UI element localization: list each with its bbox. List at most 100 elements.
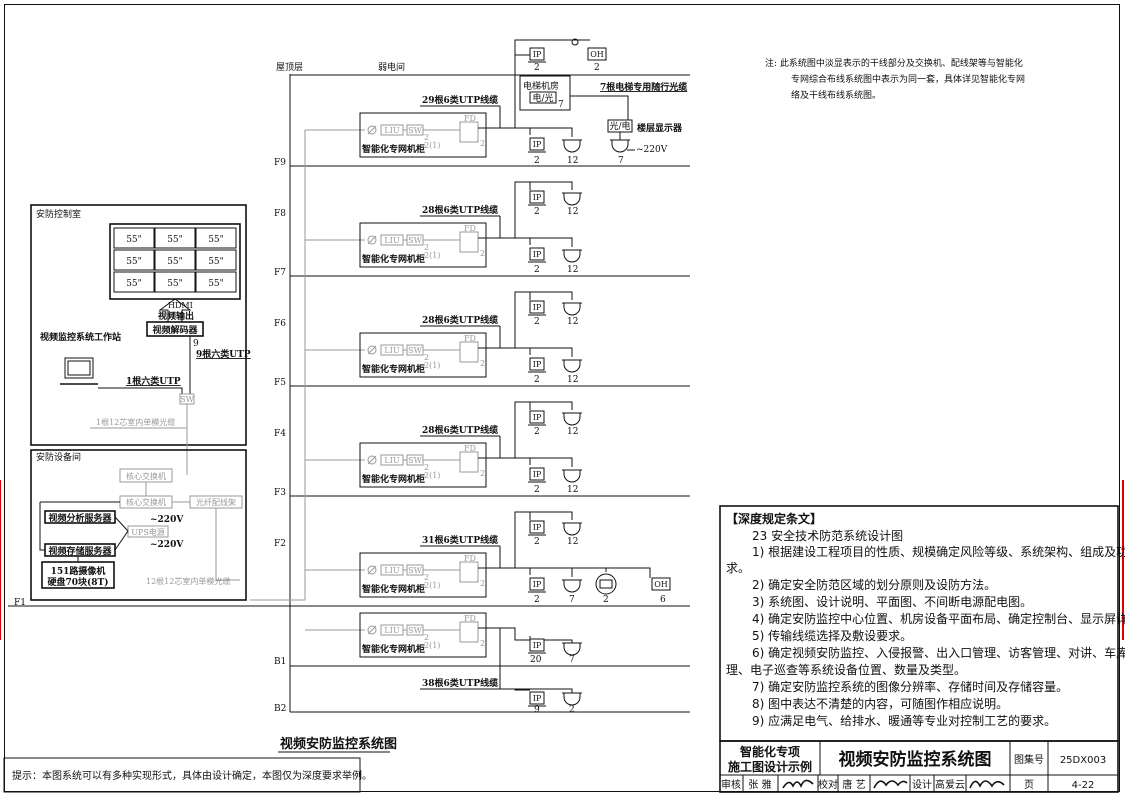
cable-label-f3: 28根6类UTP线缆 <box>422 424 498 436</box>
svg-text:2(1): 2(1) <box>424 251 440 260</box>
cam-f1-dome: 7 <box>561 579 583 605</box>
svg-text:2: 2 <box>534 265 540 275</box>
svg-text:电梯机房: 电梯机房 <box>523 80 559 92</box>
floor-label-b2: B2 <box>274 704 286 714</box>
svg-text:核心交换机: 核心交换机 <box>126 471 166 481</box>
floor-label-f8: F8 <box>274 209 286 219</box>
svg-text:2: 2 <box>594 63 600 73</box>
cam-f6-ip: 2 <box>527 300 547 327</box>
svg-text:FD: FD <box>464 114 476 123</box>
svg-text:OH: OH <box>590 50 604 59</box>
svg-text:12: 12 <box>567 207 578 217</box>
svg-text:12: 12 <box>567 375 578 385</box>
svg-text:2(1): 2(1) <box>424 141 440 150</box>
svg-text:硬盘70块(8T): 硬盘70块(8T) <box>47 576 108 588</box>
video-wall: 55" 55" 55" 55" 55" 55" 55" 55" 55" <box>113 227 237 293</box>
svg-text:楼层显示器: 楼层显示器 <box>637 122 683 134</box>
svg-text:55": 55" <box>208 235 224 245</box>
svg-text:LIU: LIU <box>384 346 399 355</box>
diagram-title: 视频安防监控系统图 <box>280 736 397 752</box>
cam-f3-ip: 2 <box>527 467 547 495</box>
svg-text:光纤配线架: 光纤配线架 <box>196 497 236 507</box>
cable-label-b2: 38根6类UTP线缆 <box>422 677 498 689</box>
svg-text:智能化专网机柜: 智能化专网机柜 <box>362 363 425 375</box>
svg-text:LIU: LIU <box>384 456 399 465</box>
floor-label-f3: F3 <box>274 488 286 498</box>
set-number: 25DX003 <box>1060 755 1106 766</box>
elevator-room: 电梯机房 电/光 7 7根电梯专用随行光缆 光/电 楼层显示器 7 ~220V <box>519 75 687 166</box>
svg-text:20: 20 <box>530 655 542 665</box>
floor-lines <box>8 74 690 713</box>
svg-text:视频监控系统工作站: 视频监控系统工作站 <box>40 331 121 343</box>
spec-item-7: 7) 确定安防监控系统的图像分辨率、存储时间及存储容量。 <box>752 679 1068 694</box>
svg-text:2: 2 <box>534 537 540 547</box>
floor-label-f2: F2 <box>274 539 286 549</box>
svg-text:SW: SW <box>408 346 422 355</box>
spec-item-0: 23 安全技术防范系统设计图 <box>752 528 903 543</box>
svg-text:2: 2 <box>534 595 540 605</box>
svg-text:55": 55" <box>126 235 142 245</box>
svg-text:2: 2 <box>534 375 540 385</box>
svg-text:UPS电源: UPS电源 <box>131 527 165 537</box>
spec-item-1b: 求。 <box>726 561 750 575</box>
svg-text:55": 55" <box>208 279 224 289</box>
svg-text:2: 2 <box>480 639 485 648</box>
svg-text:2: 2 <box>480 469 485 478</box>
svg-text:7: 7 <box>558 100 564 110</box>
fiber-backbone <box>250 130 306 601</box>
cam-f8-ip: 2 <box>527 190 547 217</box>
svg-text:HDMI: HDMI <box>168 301 193 310</box>
note-line-1: 注: 此系统图中淡显表示的干线部分及交换机、配线架等与智能化 <box>765 57 1023 69</box>
svg-text:LIU: LIU <box>384 626 399 635</box>
cam-b1-ip: 20 <box>527 638 547 665</box>
reviewer-signature <box>782 779 814 789</box>
svg-text:电/光: 电/光 <box>532 92 553 104</box>
svg-text:2: 2 <box>480 359 485 368</box>
svg-text:2: 2 <box>534 156 540 166</box>
spec-box: 【深度规定条文】 23 安全技术防范系统设计图 1) 根据建设工程项目的性质、规… <box>719 505 1125 742</box>
svg-text:1根12芯室内单模光缆: 1根12芯室内单模光缆 <box>96 417 175 427</box>
svg-text:12: 12 <box>567 427 578 437</box>
floor-label-b1: B1 <box>274 657 286 667</box>
svg-text:12: 12 <box>567 156 578 166</box>
svg-text:2: 2 <box>534 427 540 437</box>
spec-item-5: 5) 传输线缆选择及敷设要求。 <box>752 628 912 643</box>
svg-text:7: 7 <box>618 156 624 166</box>
svg-text:55": 55" <box>167 279 183 289</box>
svg-text:光/电: 光/电 <box>609 120 630 132</box>
cam-f7-dome: 12 <box>561 249 583 275</box>
floor-label-f7: F7 <box>274 268 286 278</box>
footer-note: 提示：本图系统可以有多种实现形式，具体由设计确定，本图仅为深度要求举例。 <box>12 769 372 782</box>
svg-text:2(1): 2(1) <box>424 471 440 480</box>
review-label: 审核 <box>721 778 741 791</box>
cam-f2-ip: 2 <box>527 520 547 547</box>
series-line-1: 智能化专项 <box>739 744 800 759</box>
svg-text:FD: FD <box>464 334 476 343</box>
spec-item-1: 1) 根据建设工程项目的性质、规模确定风险等级、系统架构、组成及功能要 <box>752 544 1125 559</box>
svg-text:1根六类UTP: 1根六类UTP <box>126 375 181 387</box>
cam-roof-oh: OH 2 <box>571 38 607 73</box>
drawing-frame <box>4 4 1120 792</box>
svg-text:SW: SW <box>408 456 422 465</box>
cabinet-f3: LIU SW 2 2(1) FD 智能化专网机柜 2 <box>359 442 487 488</box>
cam-f7-ip: 2 <box>527 247 547 275</box>
svg-text:2: 2 <box>534 207 540 217</box>
svg-text:151路摄像机: 151路摄像机 <box>51 565 106 577</box>
note-line-3: 络及干线布线系统图。 <box>791 89 881 101</box>
equipment-room: 安防设备间 核心交换机 核心交换机 光纤配线架 视频分析服务器 UPS电源 ~2… <box>30 449 247 601</box>
series-line-2: 施工图设计示例 <box>728 759 812 774</box>
svg-text:视频输出: 视频输出 <box>158 310 194 322</box>
svg-text:智能化专网机柜: 智能化专网机柜 <box>362 583 425 595</box>
checker-signature <box>873 780 908 789</box>
svg-text:SW: SW <box>408 126 422 135</box>
svg-text:12: 12 <box>567 265 578 275</box>
roof-label: 屋顶层 <box>276 62 303 73</box>
svg-text:视频解码器: 视频解码器 <box>152 324 198 336</box>
svg-text:6: 6 <box>660 595 666 605</box>
svg-text:智能化专网机柜: 智能化专网机柜 <box>362 143 425 155</box>
cable-label-f5: 28根6类UTP线缆 <box>422 314 498 326</box>
cam-f4-dome: 12 <box>561 412 583 437</box>
cam-f4-ip: 2 <box>527 410 547 437</box>
svg-text:~220V: ~220V <box>150 515 184 525</box>
svg-text:LIU: LIU <box>384 236 399 245</box>
